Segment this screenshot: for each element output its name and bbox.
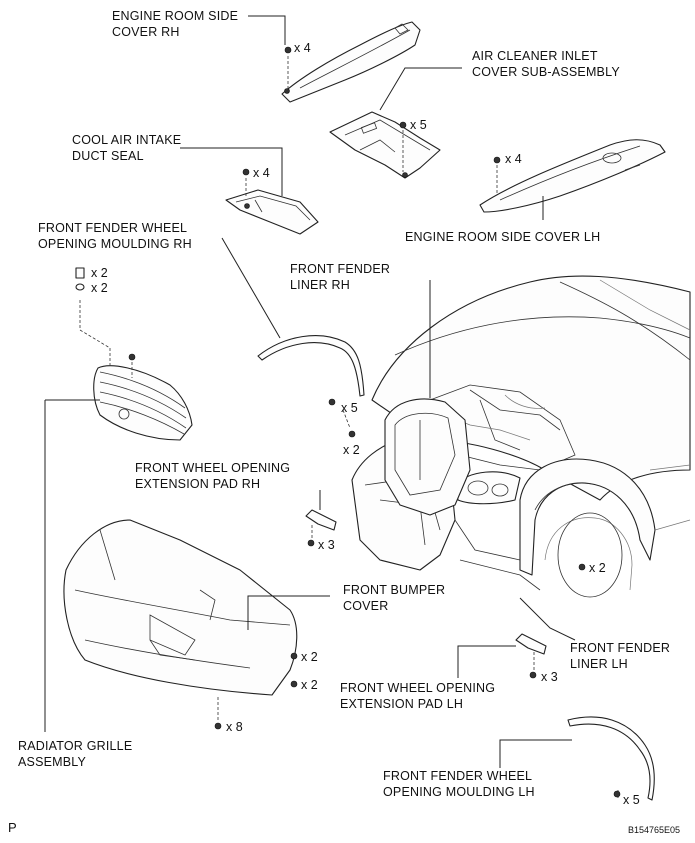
label-fender-moulding-rh: FRONT FENDER WHEEL OPENING MOULDING RH: [38, 221, 192, 251]
air-cleaner-inlet-cover-part: [329, 111, 441, 179]
fender-moulding-rh-part: [221, 237, 365, 397]
qty-ext-pad-lh: x 3: [541, 670, 558, 684]
engine-room-side-cover-rh-part: [281, 21, 421, 103]
engine-room-side-cover-lh-part: [479, 139, 666, 213]
cool-air-intake-duct-seal-part: [225, 168, 319, 235]
qty-bumper-side-top: x 2: [301, 650, 318, 664]
fender-moulding-lh-part: [499, 716, 655, 801]
label-fender-moulding-lh: FRONT FENDER WHEEL OPENING MOULDING LH: [383, 769, 535, 799]
qty-grille-clip-bottom: x 2: [91, 281, 108, 295]
qty-moulding-lh: x 5: [623, 793, 640, 807]
qty-air-cleaner-cover: x 5: [410, 118, 427, 132]
label-engine-room-side-cover-rh: ENGINE ROOM SIDE COVER RH: [112, 9, 239, 39]
label-front-fender-liner-lh: FRONT FENDER LINER LH: [570, 641, 671, 671]
qty-bumper-bottom: x 8: [226, 720, 243, 734]
extension-pad-lh-part: [457, 633, 547, 679]
label-engine-room-side-cover-lh: ENGINE ROOM SIDE COVER LH: [405, 230, 601, 244]
qty-liner-rh-clip: x 2: [343, 443, 360, 457]
qty-liner-rh-screw: x 5: [341, 401, 358, 415]
label-front-bumper-cover: FRONT BUMPER COVER: [343, 583, 446, 613]
qty-side-cover-lh: x 4: [505, 152, 522, 166]
fasteners: [244, 88, 586, 571]
figure-code: B154765E05: [628, 825, 681, 835]
label-front-fender-liner-rh: FRONT FENDER LINER RH: [290, 262, 391, 292]
qty-liner-lh: x 2: [589, 561, 606, 575]
qty-duct-seal: x 4: [253, 166, 270, 180]
label-extension-pad-rh: FRONT WHEEL OPENING EXTENSION PAD RH: [135, 461, 291, 491]
qty-bumper-side-bottom: x 2: [301, 678, 318, 692]
extension-pad-rh-part: [305, 490, 337, 547]
radiator-grille-part: [75, 267, 193, 441]
page-mark: P: [8, 820, 17, 835]
vehicle-body: [351, 275, 691, 598]
label-air-cleaner-inlet-cover: AIR CLEANER INLET COVER SUB-ASSEMBLY: [472, 49, 620, 79]
qty-grille-clip-top: x 2: [91, 266, 108, 280]
label-radiator-grille-assembly: RADIATOR GRILLE ASSEMBLY: [18, 739, 133, 769]
label-cool-air-intake-duct-seal: COOL AIR INTAKE DUCT SEAL: [72, 133, 182, 163]
label-extension-pad-lh: FRONT WHEEL OPENING EXTENSION PAD LH: [340, 681, 496, 711]
qty-side-cover-rh: x 4: [294, 41, 311, 55]
qty-ext-pad-rh: x 3: [318, 538, 335, 552]
leader-lines: [44, 15, 576, 732]
front-bumper-cover-part: [63, 519, 330, 730]
